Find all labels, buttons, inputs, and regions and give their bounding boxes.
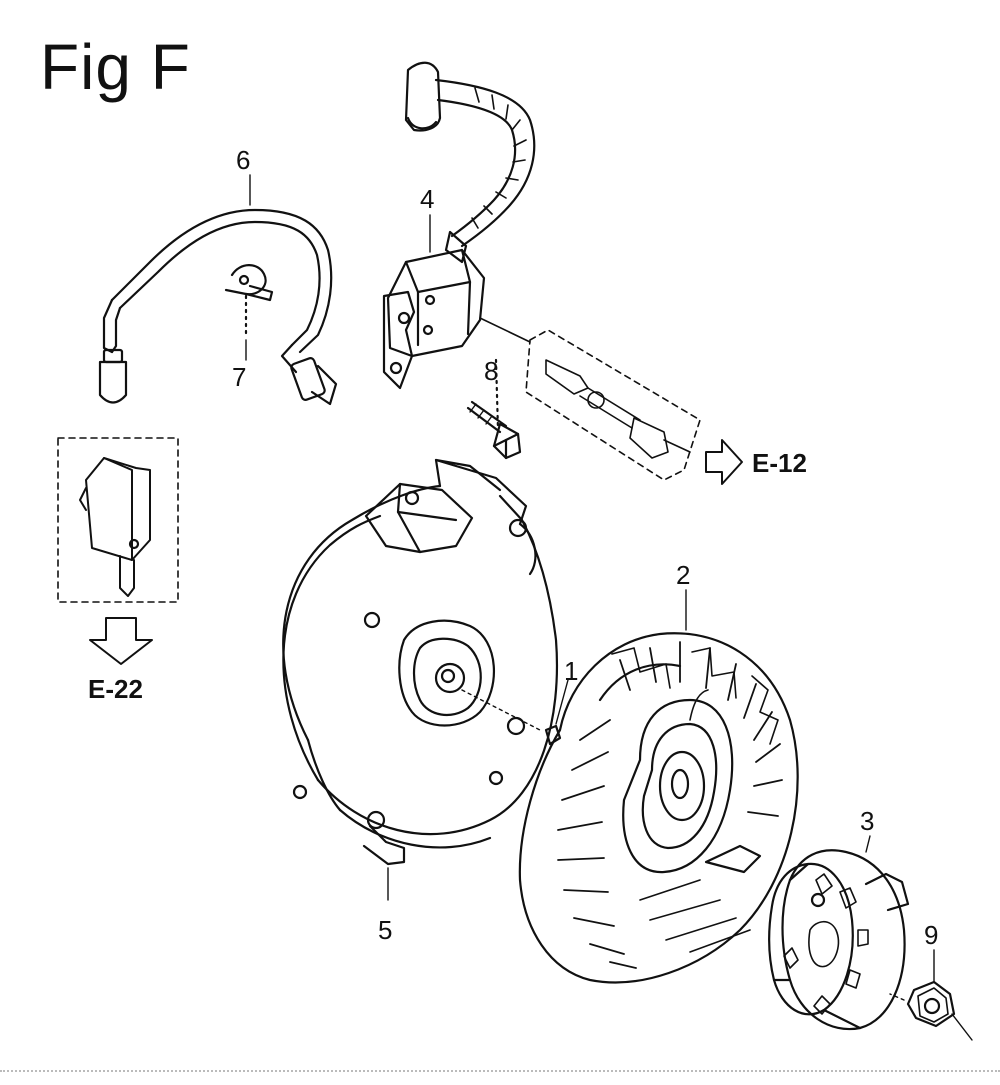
arrow-e22-icon [89,617,153,665]
part-4-ignition-coil [382,61,536,390]
callout-3: 3 [860,806,875,836]
part-6-lead-wire [98,208,338,406]
reference-box-upper [525,329,701,481]
callout-7: 7 [232,362,247,392]
callout-5: 5 [378,915,393,945]
callout-4: 4 [420,184,435,214]
reference-label-e22[interactable]: E-22 [88,674,143,704]
part-3-starter-pulley [768,835,910,1031]
part-1-key [544,679,569,746]
callout-2: 2 [676,560,691,590]
bottom-divider [0,1070,1000,1072]
callout-9: 9 [924,920,939,950]
callout-1: 1 [564,656,579,686]
reference-box-left [57,437,179,603]
part-7-clamp [224,264,274,338]
part-8-bolt [466,358,522,460]
part-5-fan-cover [282,458,559,866]
arrow-e12-icon [705,439,743,485]
leader-lines [245,174,687,901]
reference-label-e12[interactable]: E-12 [752,448,807,478]
callout-6: 6 [236,145,251,175]
part-9-flange-nut [889,949,973,1041]
part-2-flywheel [518,632,799,984]
figure-title: Fig F [40,31,191,103]
callout-8: 8 [484,356,499,386]
reference-bolt-parts [545,359,691,459]
